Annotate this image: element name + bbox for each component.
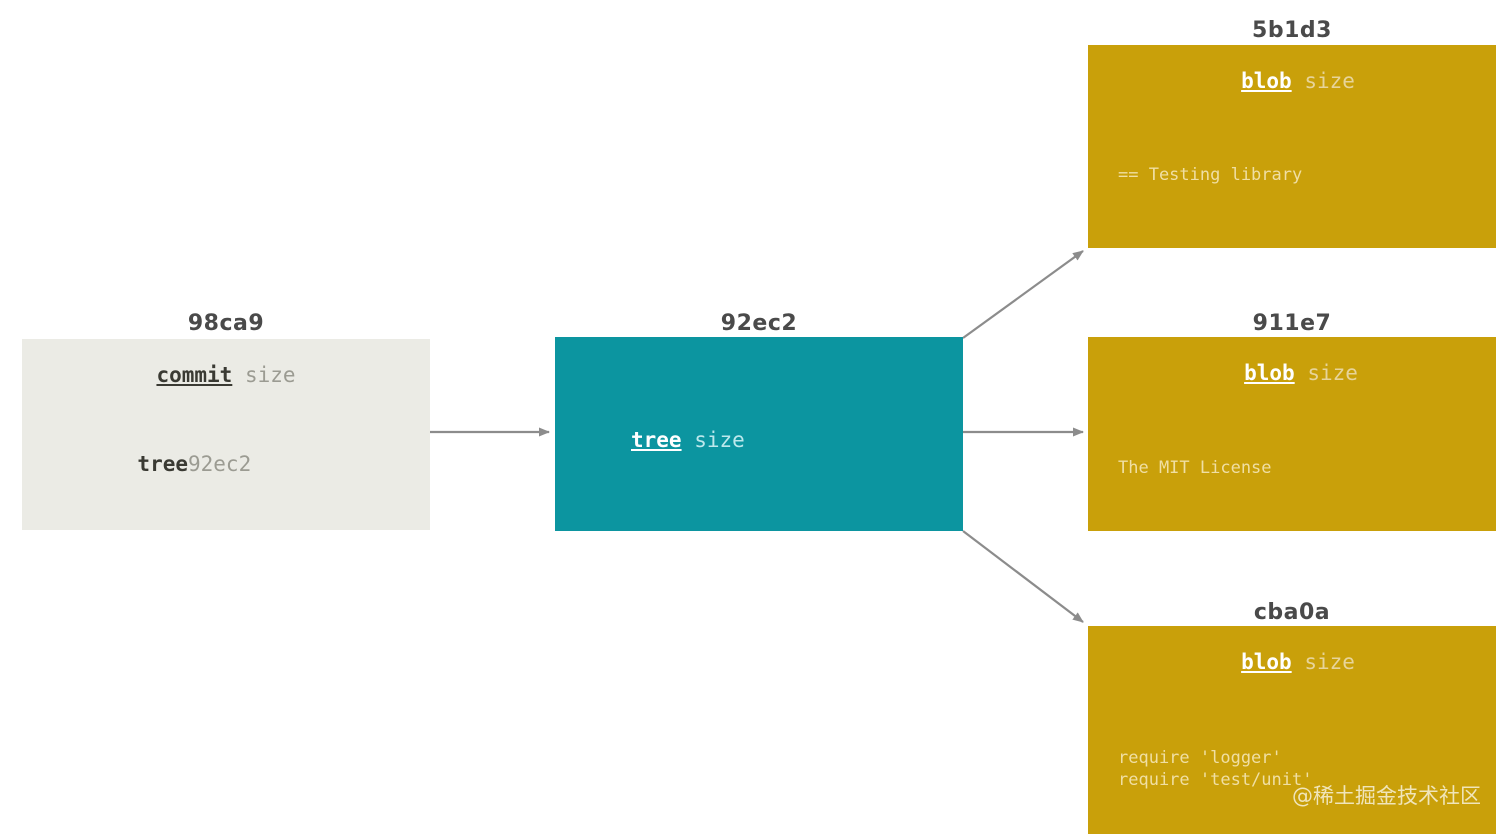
commit-header: commit size — [38, 361, 414, 389]
blob-body: == Testing library This library is used … — [1118, 119, 1478, 248]
blob-header: blob size — [1118, 359, 1484, 387]
blob-paragraph: This library is used to test Ruby projec… — [1118, 246, 1478, 248]
hash-label-blob-cba0a: cba0a — [1253, 600, 1331, 625]
tree-object-box[interactable]: tree size blob 5b1d3 README blob 911e7 L… — [555, 337, 963, 531]
blob-header: blob size — [1118, 648, 1478, 676]
commit-field-row: tree92ec2 — [137, 451, 252, 476]
site-watermark: @稀土掘金技术社区 — [1292, 784, 1481, 808]
blob-size-label: size — [1307, 361, 1358, 385]
hash-label-tree: 92ec2 — [720, 311, 798, 336]
blob-kind-label: blob — [1244, 361, 1295, 385]
blob-size-label: size — [1304, 650, 1355, 674]
edge-tree-to-blob-5b1d3 — [962, 250, 1084, 339]
tree-entries: tree size blob 5b1d3 README blob 911e7 L… — [631, 371, 963, 531]
tree-header: tree size — [631, 427, 745, 452]
blob-paragraph: == Testing library — [1118, 164, 1303, 185]
blob-object-box-cba0a[interactable]: blob size require 'logger' require 'test… — [1088, 626, 1496, 834]
edge-tree-to-blob-cba0a — [962, 530, 1084, 623]
blob-kind-label: blob — [1241, 69, 1292, 93]
blob-header: blob size — [1118, 67, 1478, 95]
commit-size-label: size — [244, 363, 296, 387]
blob-size-label: size — [1304, 69, 1355, 93]
blob-object-box-5b1d3[interactable]: blob size == Testing library This librar… — [1088, 45, 1496, 248]
commit-kind-label: commit — [156, 363, 233, 387]
blob-kind-label: blob — [1241, 650, 1292, 674]
hash-label-blob-5b1d3: 5b1d3 — [1252, 18, 1332, 43]
blob-paragraph: require 'logger' require 'test/unit' — [1118, 747, 1313, 790]
commit-fields: tree92ec2 authorScott committerScott — [38, 395, 414, 530]
blob-body: The MIT License Copyright (c) 2008 Scott… — [1118, 412, 1484, 531]
hash-label-blob-911e7: 911e7 — [1252, 311, 1332, 336]
hash-label-commit: 98ca9 — [187, 311, 265, 336]
commit-object-box[interactable]: commit size tree92ec2 authorScott commit… — [22, 339, 430, 530]
blob-body: require 'logger' require 'test/unit' cla… — [1118, 702, 1478, 834]
blob-paragraph: The MIT License — [1118, 457, 1272, 478]
blob-object-box-911e7[interactable]: blob size The MIT License Copyright (c) … — [1088, 337, 1496, 531]
